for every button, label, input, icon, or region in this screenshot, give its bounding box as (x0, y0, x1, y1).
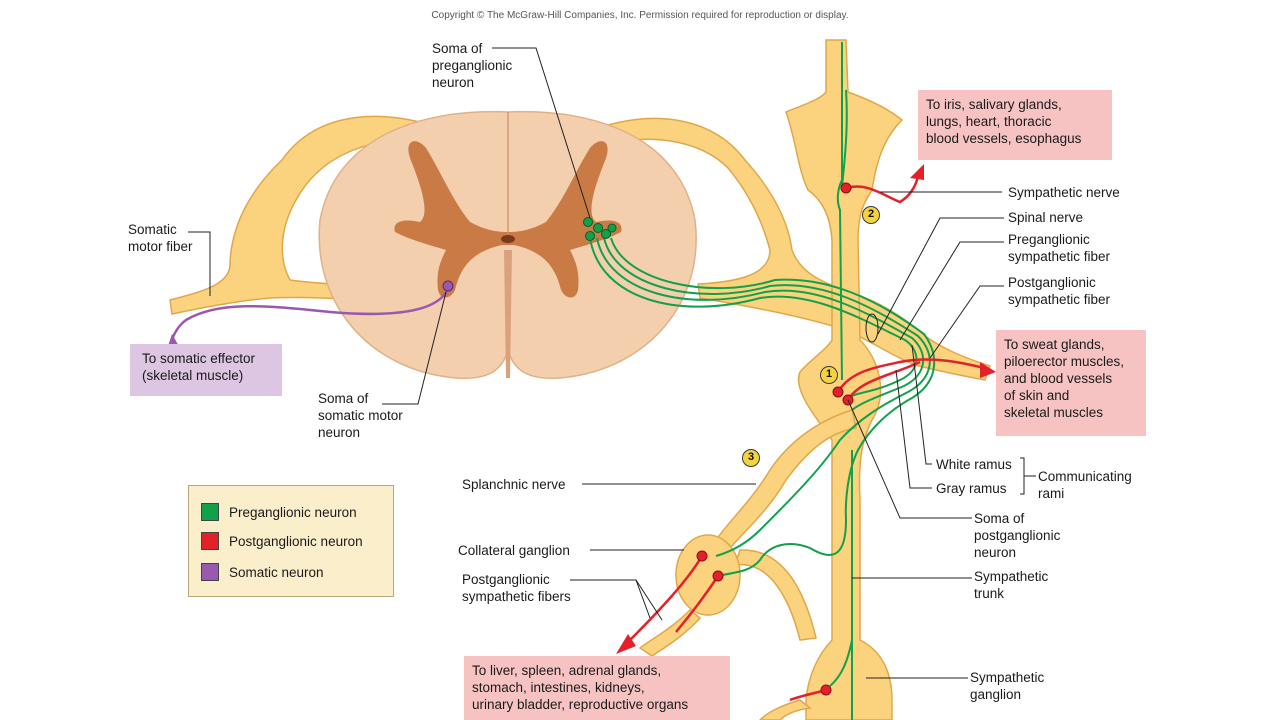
legend-item-postganglionic: Postganglionic neuron (201, 531, 363, 551)
legend-swatch-preganglionic (201, 503, 219, 521)
legend-label: Somatic neuron (229, 564, 324, 580)
preganglionic-fibers (589, 42, 936, 720)
gray-matter (394, 141, 622, 298)
label-white-ramus: White ramus (936, 457, 1012, 472)
label-postganglionic-fiber: Postganglionic sympathetic fiber (1008, 275, 1111, 307)
label-preganglionic-fiber: Preganglionic sympathetic fiber (1008, 232, 1111, 264)
label-gray-ramus: Gray ramus (936, 481, 1007, 496)
label-soma-postganglionic: Soma of postganglionic neuron (974, 511, 1061, 560)
legend-item-somatic: Somatic neuron (201, 562, 324, 582)
marker-1: 1 (820, 366, 838, 384)
label-somatic-motor-fiber: Somatic motor fiber (128, 222, 193, 254)
leader-lines (188, 47, 1036, 679)
label-communicating-rami: Communicating rami (1038, 469, 1132, 501)
legend-swatch-somatic (201, 563, 219, 581)
marker-3: 3 (742, 449, 760, 467)
target-liver-box: To liver, spleen, adrenal glands, stomac… (464, 656, 730, 720)
splanchnic-nerve-shape (638, 409, 857, 720)
marker-2: 2 (862, 206, 880, 224)
preganglionic-somas (583, 217, 617, 241)
legend-label: Postganglionic neuron (229, 533, 363, 549)
postganglionic-fibers (616, 164, 996, 702)
label-splanchnic-nerve: Splanchnic nerve (462, 477, 566, 492)
right-spinal-nerve (597, 117, 991, 381)
label-soma-somatic-motor: Soma of somatic motor neuron (318, 391, 403, 440)
target-sweat-box: To sweat glands, piloerector muscles, an… (996, 330, 1146, 436)
legend-item-preganglionic: Preganglionic neuron (201, 502, 357, 522)
label-sympathetic-trunk: Sympathetic trunk (974, 569, 1049, 601)
label-postganglionic-fibers: Postganglionic sympathetic fibers (462, 572, 571, 604)
label-sympathetic-nerve: Sympathetic nerve (1008, 185, 1120, 200)
target-iris-box: To iris, salivary glands, lungs, heart, … (918, 90, 1112, 160)
target-somatic-effector-box: To somatic effector (skeletal muscle) (130, 344, 282, 396)
legend: Preganglionic neuron Postganglionic neur… (188, 485, 394, 597)
copyright-notice: Copyright © The McGraw-Hill Companies, I… (431, 10, 849, 21)
label-soma-preganglionic: Soma of preganglionic neuron (432, 41, 513, 90)
label-collateral-ganglion: Collateral ganglion (458, 543, 570, 558)
legend-swatch-postganglionic (201, 532, 219, 550)
left-spinal-nerve (169, 115, 421, 315)
postganglionic-somas (696, 182, 854, 696)
spinal-cord-section (318, 110, 697, 380)
label-sympathetic-ganglion: Sympathetic ganglion (970, 670, 1045, 702)
collateral-ganglion-shape (675, 534, 741, 616)
legend-label: Preganglionic neuron (229, 504, 357, 520)
label-spinal-nerve: Spinal nerve (1008, 210, 1084, 225)
